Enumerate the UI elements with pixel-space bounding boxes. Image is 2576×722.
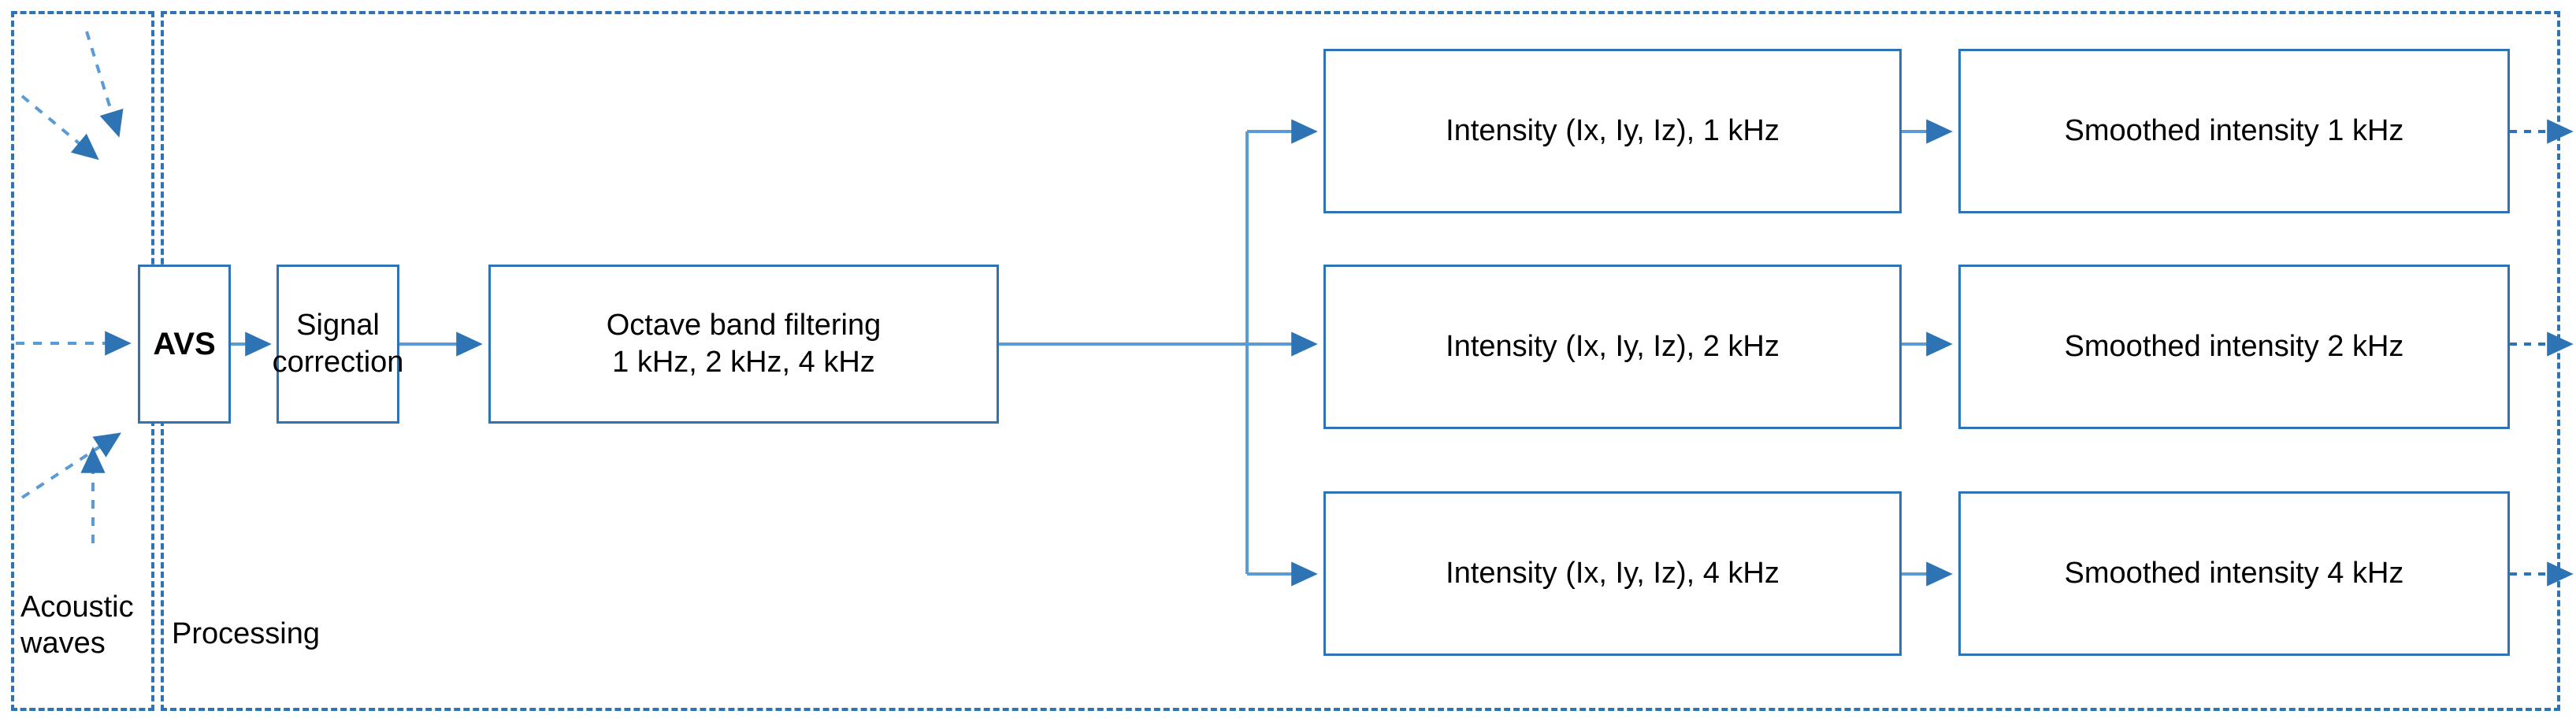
node-avs[interactable]: AVS (138, 265, 231, 424)
node-octave-band-filtering[interactable]: Octave band filtering 1 kHz, 2 kHz, 4 kH… (488, 265, 999, 424)
node-intensity-2khz[interactable]: Intensity (Ix, Iy, Iz), 2 kHz (1323, 265, 1902, 429)
node-intensity-4khz[interactable]: Intensity (Ix, Iy, Iz), 4 kHz (1323, 491, 1902, 656)
node-smoothed-intensity-4khz[interactable]: Smoothed intensity 4 kHz (1958, 491, 2510, 656)
node-signal-correction[interactable]: Signal correction (273, 265, 403, 424)
node-intensity-1khz[interactable]: Intensity (Ix, Iy, Iz), 1 kHz (1323, 49, 1902, 213)
group-acoustic-waves-label: Acoustic waves (20, 591, 134, 661)
node-smoothed-intensity-2khz[interactable]: Smoothed intensity 2 kHz (1958, 265, 2510, 429)
node-smoothed-intensity-1khz[interactable]: Smoothed intensity 1 kHz (1958, 49, 2510, 213)
group-processing-label: Processing (172, 617, 320, 650)
